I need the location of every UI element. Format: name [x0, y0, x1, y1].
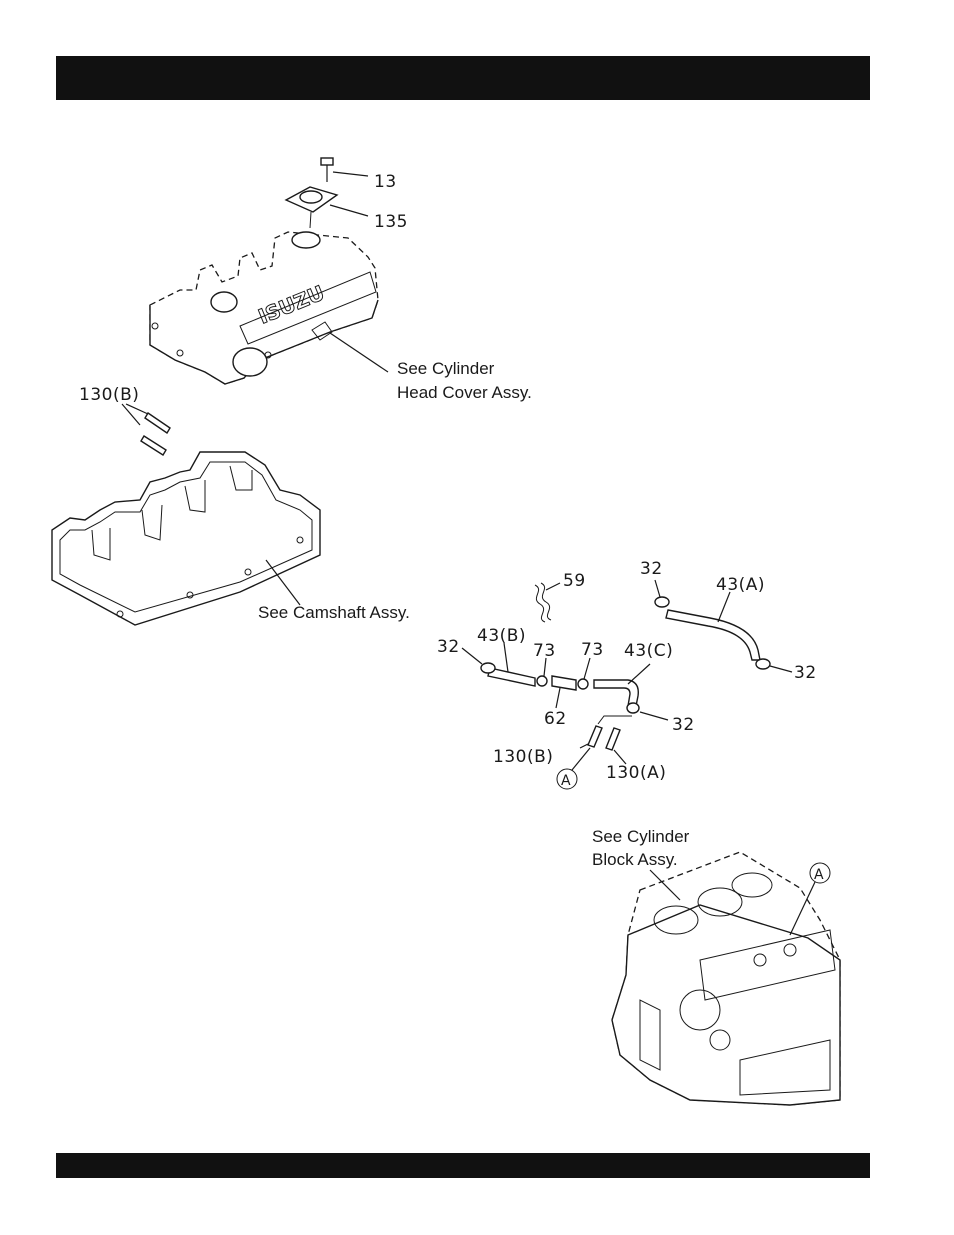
- callout-62: 62: [544, 709, 567, 729]
- callout-130b: 130(B): [493, 747, 553, 767]
- cylinder-block-drawing: [612, 852, 840, 1105]
- callout-73-b: 73: [581, 640, 604, 660]
- note-head-cover-line2: Head Cover Assy.: [397, 383, 532, 402]
- callout-59: 59: [563, 571, 586, 591]
- callout-32-d: 32: [672, 715, 695, 735]
- callout-32-c: 32: [437, 637, 460, 657]
- callout-135: 135: [374, 212, 408, 232]
- callout-43c: 43(C): [624, 641, 673, 661]
- note-block-line1: See Cylinder: [592, 827, 690, 846]
- note-block-line2: Block Assy.: [592, 850, 678, 869]
- callout-130b-top: 130(B): [79, 385, 139, 405]
- ref-a-hose: A: [561, 773, 571, 789]
- callout-43a: 43(A): [716, 575, 765, 595]
- callout-32-a: 32: [640, 559, 663, 579]
- head-cover-drawing: ISUZU: [150, 158, 388, 384]
- callout-32-b: 32: [794, 663, 817, 683]
- callout-73-a: 73: [533, 641, 556, 661]
- note-camshaft: See Camshaft Assy.: [258, 603, 410, 622]
- callout-43b: 43(B): [477, 626, 526, 646]
- ref-a-block: A: [814, 867, 824, 883]
- callout-13: 13: [374, 172, 397, 192]
- callout-130a: 130(A): [606, 763, 666, 783]
- stud-drawing-top: [122, 404, 170, 455]
- camshaft-housing-drawing: [52, 452, 320, 625]
- note-head-cover-line1: See Cylinder: [397, 359, 495, 378]
